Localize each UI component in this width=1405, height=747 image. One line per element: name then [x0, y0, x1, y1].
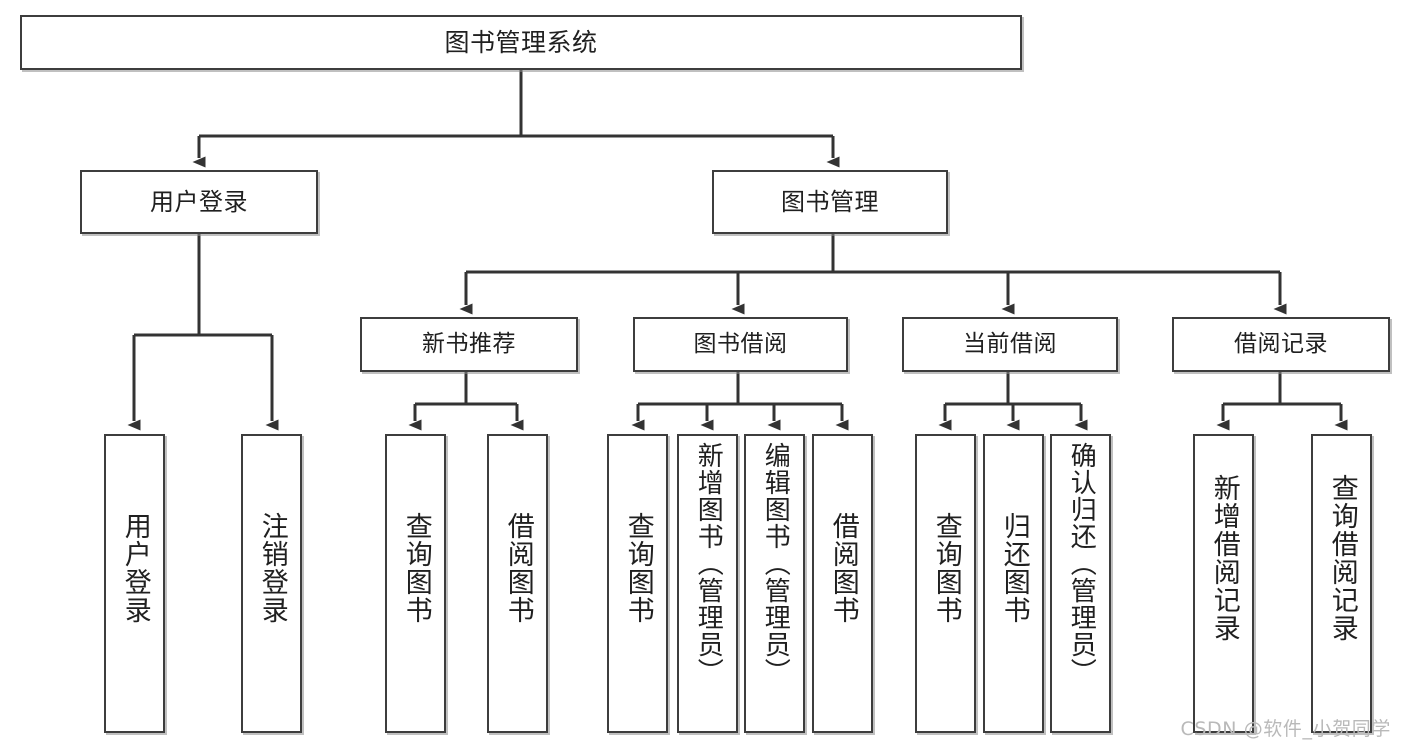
node-label: 用户登录 [150, 187, 248, 216]
leaf-current-borrow-query-book[interactable]: 查询图书 [915, 434, 976, 733]
node-user-login[interactable]: 用户登录 [80, 170, 318, 234]
leaf-book-borrow-add-book-admin[interactable]: 新增图书（管理员） [677, 434, 738, 733]
node-label: 归还图书 [998, 512, 1030, 624]
leaf-book-borrow-edit-book-admin[interactable]: 编辑图书（管理员） [744, 434, 805, 733]
node-label: 借阅记录 [1234, 330, 1328, 357]
node-label: 注销登录 [256, 512, 288, 624]
node-label: 查询图书 [930, 512, 962, 624]
leaf-new-book-query-book[interactable]: 查询图书 [385, 434, 446, 733]
leaf-user-login-logout[interactable]: 注销登录 [241, 434, 302, 733]
node-label: 图书管理系统 [444, 27, 598, 57]
node-borrow-record[interactable]: 借阅记录 [1172, 317, 1390, 372]
node-label: 当前借阅 [963, 330, 1057, 357]
node-label: 借阅图书 [827, 512, 859, 624]
csdn-watermark: CSDN @软件_小贺同学 [1180, 718, 1391, 740]
leaf-user-login-login[interactable]: 用户登录 [104, 434, 165, 733]
node-book-borrow[interactable]: 图书借阅 [633, 317, 848, 372]
leaf-new-book-borrow-book[interactable]: 借阅图书 [487, 434, 548, 733]
leaf-current-borrow-return-book[interactable]: 归还图书 [983, 434, 1044, 733]
node-new-book-recommend[interactable]: 新书推荐 [360, 317, 578, 372]
node-current-borrow[interactable]: 当前借阅 [902, 317, 1118, 372]
node-label: 图书借阅 [693, 330, 788, 357]
node-label: 借阅图书 [502, 512, 534, 624]
leaf-borrow-record-add-record[interactable]: 新增借阅记录 [1193, 434, 1254, 733]
node-label: 编辑图书（管理员） [760, 442, 791, 685]
node-label: 查询借阅记录 [1326, 474, 1358, 642]
node-root-book-management-system[interactable]: 图书管理系统 [20, 15, 1022, 70]
node-book-management[interactable]: 图书管理 [712, 170, 948, 234]
leaf-book-borrow-query-book[interactable]: 查询图书 [607, 434, 668, 733]
node-label: 新书推荐 [422, 330, 516, 357]
node-label: 新增借阅记录 [1208, 474, 1240, 642]
leaf-current-borrow-confirm-return-admin[interactable]: 确认归还（管理员） [1050, 434, 1111, 733]
node-label: 新增图书（管理员） [693, 442, 724, 685]
node-label: 查询图书 [400, 512, 432, 624]
node-label: 用户登录 [119, 512, 151, 624]
node-label: 图书管理 [781, 187, 879, 216]
node-label: 确认归还（管理员） [1066, 442, 1097, 685]
leaf-borrow-record-query-record[interactable]: 查询借阅记录 [1311, 434, 1372, 733]
leaf-book-borrow-borrow-book[interactable]: 借阅图书 [812, 434, 873, 733]
node-label: 查询图书 [622, 512, 654, 624]
